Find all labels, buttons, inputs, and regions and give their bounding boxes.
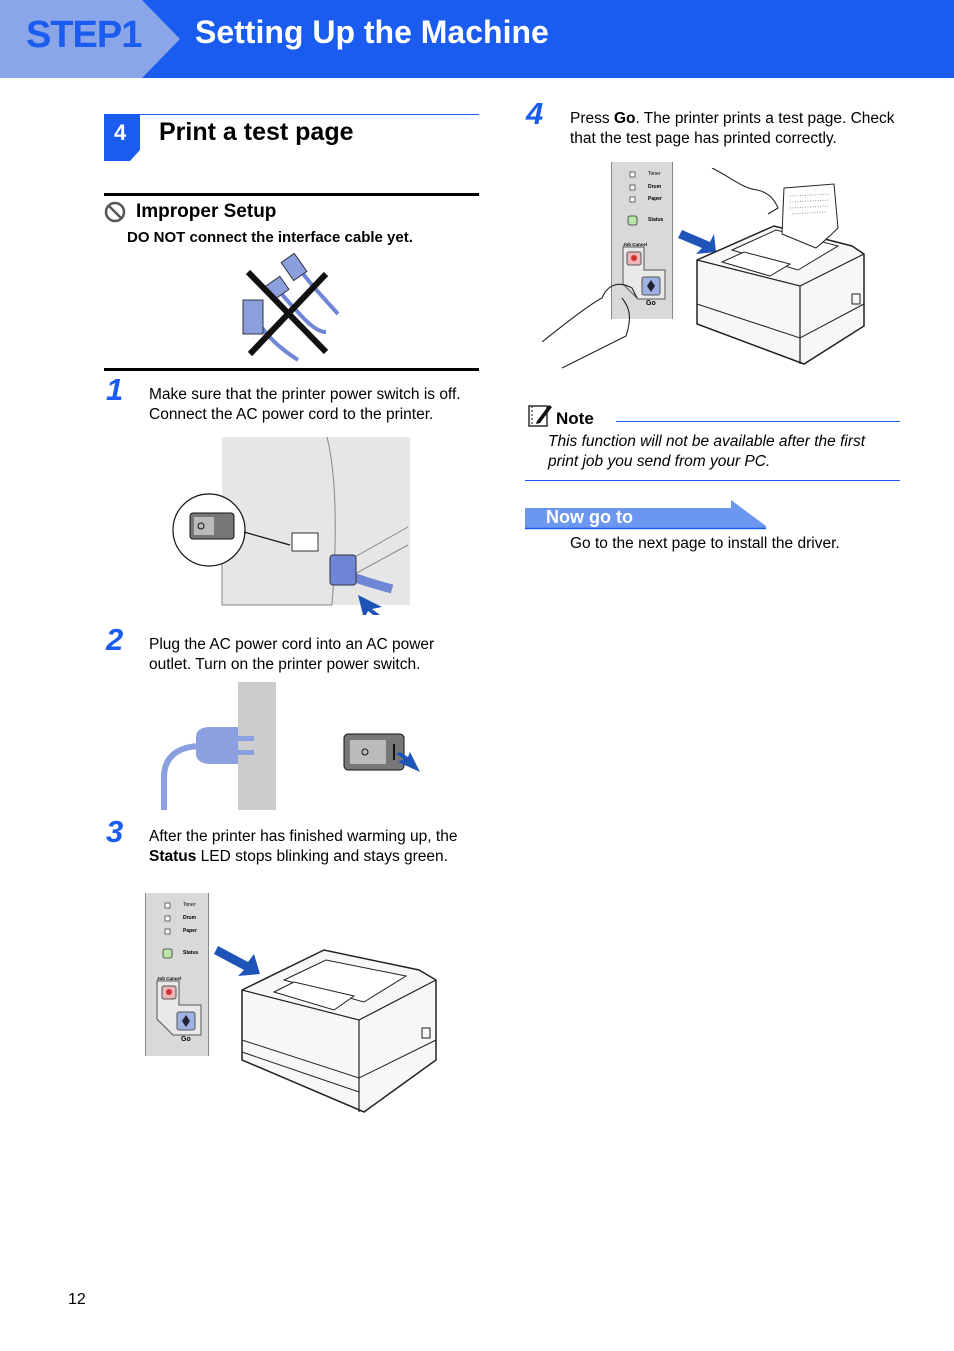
step-4-line-2: that the test page has printed correctly…: [570, 129, 837, 147]
note-line-2: print job you send from your PC.: [548, 452, 771, 470]
section-rule: [104, 114, 479, 115]
step-4-number: 4: [526, 96, 544, 131]
led-label-drum: Drum: [648, 184, 662, 190]
step-4-text: Press Go. The printer prints a test page…: [570, 109, 895, 148]
step-2-line-2: outlet. Turn on the printer power switch…: [149, 655, 421, 673]
note-rule: [616, 421, 900, 422]
job-cancel-label: Job Cancel: [157, 976, 182, 981]
led-label-paper: Paper: [183, 928, 197, 934]
go-label: Go: [181, 1036, 191, 1043]
led-label-status: Status: [648, 217, 664, 223]
led-label-status: Status: [183, 950, 199, 956]
step-3-line-1: After the printer has finished warming u…: [149, 828, 458, 845]
section-number-tab: [104, 114, 140, 161]
now-go-to-banner: [525, 500, 766, 530]
note-line-1: This function will not be available afte…: [548, 433, 866, 450]
note-title: Note: [556, 409, 594, 428]
page-title: Setting Up the Machine: [195, 14, 549, 50]
section-title: Print a test page: [159, 118, 354, 146]
status-word: Status: [149, 847, 197, 865]
step-3-text: After the printer has finished warming u…: [149, 827, 457, 866]
led-label-toner: Toner: [648, 171, 661, 177]
step-3-number: 3: [106, 814, 124, 849]
improper-setup-top-rule: [104, 193, 479, 196]
improper-setup-bottom-rule: [104, 368, 479, 371]
interface-cable-crossed-icon: [242, 252, 340, 362]
note-bottom-rule: [525, 480, 900, 481]
now-go-to-text: Go to the next page to install the drive…: [570, 535, 840, 552]
step-4-line-1-post: . The printer prints a test page. Check: [635, 110, 895, 127]
step-4-line-1-pre: Press: [570, 110, 614, 127]
control-panel-step-3: Toner Drum Paper Status Job Cancel Go: [145, 893, 209, 1056]
step-label: STEP1: [26, 14, 142, 56]
go-word: Go: [613, 110, 636, 127]
control-panel-graphic: [145, 893, 209, 1056]
step-2-text: Plug the AC power cord into an AC power …: [149, 635, 434, 674]
note-text: This function will not be available afte…: [548, 432, 898, 471]
page-number: 12: [68, 1291, 86, 1308]
step-1-text: Make sure that the printer power switch …: [149, 385, 461, 424]
step-1-number: 1: [106, 372, 124, 407]
step-1-line-2: Connect the AC power cord to the printer…: [149, 405, 434, 423]
note-pencil-icon: [528, 405, 552, 427]
prohibited-icon: [104, 201, 126, 223]
power-switch-off-illustration: [172, 437, 410, 615]
now-go-to-label: Now go to: [546, 507, 633, 527]
section-number: 4: [114, 120, 127, 145]
plug-and-switch-on-illustration: [161, 682, 420, 810]
step-2-number: 2: [106, 622, 124, 657]
improper-setup-text: DO NOT connect the interface cable yet.: [127, 229, 413, 246]
go-label: Go: [646, 300, 656, 307]
improper-setup-title: Improper Setup: [136, 201, 277, 222]
printer-test-page-illustration: [542, 168, 865, 369]
step-4-line-1: Press Go. The printer prints a test page…: [570, 109, 895, 129]
led-label-toner: Toner: [183, 902, 196, 908]
step-3-line-2: Status LED stops blinking and stays gree…: [149, 847, 457, 867]
job-cancel-label: Job Cancel: [623, 242, 648, 247]
printer-illustration-step-3: [214, 946, 437, 1113]
control-panel-step-4: Toner Drum Paper Status Job Cancel Go: [611, 162, 673, 319]
step-3-line-2-rest: LED stops blinking and stays green.: [196, 847, 448, 865]
control-panel-graphic: [611, 162, 673, 319]
led-label-drum: Drum: [183, 915, 197, 921]
led-label-paper: Paper: [648, 196, 662, 202]
step-1-line-1: Make sure that the printer power switch …: [149, 386, 461, 403]
step-tab: [0, 0, 180, 78]
step-2-line-1: Plug the AC power cord into an AC power: [149, 636, 435, 653]
